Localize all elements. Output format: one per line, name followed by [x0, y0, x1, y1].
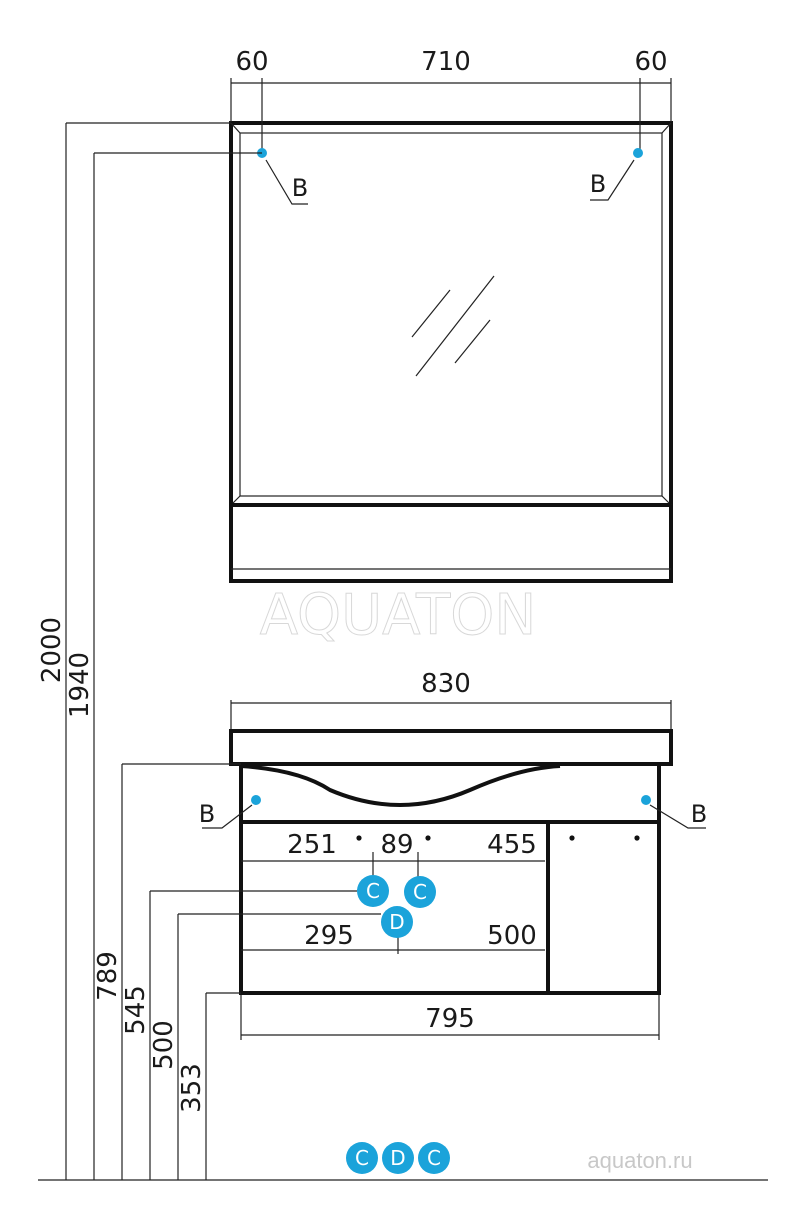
handle-dot — [356, 835, 362, 841]
mirror-dim-right: 60 — [634, 47, 667, 77]
height-353: 353 — [177, 1063, 207, 1113]
height-dimensions: 2000 1940 789 545 500 353 — [37, 122, 768, 1181]
vanity-mount-point-left — [251, 795, 261, 805]
watermark: AQUATON — [260, 583, 537, 648]
vanity-countertop — [229, 729, 673, 766]
vanity: 830 B B 251 89 455 295 500 — [199, 669, 707, 1040]
mirror-glass — [239, 132, 663, 497]
mirror-dim-center: 710 — [421, 47, 471, 77]
mirror-dim-left: 60 — [235, 47, 268, 77]
connection-badge-d — [381, 906, 413, 938]
height-1940: 1940 — [65, 652, 95, 718]
handle-dot — [634, 835, 640, 841]
svg-text:C: C — [355, 1146, 369, 1170]
row2-dim-b: 500 — [487, 921, 537, 951]
vanity-marker-right: B — [691, 800, 707, 828]
row1-dim-b: 89 — [380, 830, 413, 860]
legend-badge-d — [382, 1142, 414, 1174]
handle-dot — [425, 835, 431, 841]
vanity-marker-left: B — [199, 800, 215, 828]
row1-dim-a: 251 — [287, 830, 337, 860]
svg-text:C: C — [413, 880, 427, 904]
legend: C D C — [346, 1142, 450, 1174]
svg-text:D: D — [389, 910, 404, 934]
vanity-cabinet — [239, 762, 661, 995]
height-545: 545 — [121, 985, 151, 1035]
legend-badge-c-right — [418, 1142, 450, 1174]
vanity-mount-point-right — [641, 795, 651, 805]
vanity-body-width: 795 — [425, 1004, 475, 1034]
mirror-marker-right: B — [590, 170, 606, 198]
connection-badge-c1 — [357, 875, 389, 907]
height-2000: 2000 — [37, 617, 67, 683]
mirror-marker-left: B — [292, 174, 308, 202]
connection-badge-c2 — [404, 876, 436, 908]
mirror-outer-frame — [229, 121, 673, 583]
handle-dot — [569, 835, 575, 841]
footer-site[interactable]: aquaton.ru — [587, 1148, 692, 1173]
mirror-mount-point-right — [633, 148, 643, 158]
row1-dim-c: 455 — [487, 830, 537, 860]
svg-text:C: C — [366, 879, 380, 903]
height-789: 789 — [93, 951, 123, 1001]
svg-text:D: D — [390, 1146, 405, 1170]
svg-text:C: C — [427, 1146, 441, 1170]
height-500: 500 — [149, 1020, 179, 1070]
vanity-top-width: 830 — [421, 669, 471, 699]
mirror: 60 710 60 B B — [229, 47, 673, 583]
legend-badge-c-left — [346, 1142, 378, 1174]
mirror-top-dimensions: 60 710 60 — [230, 47, 672, 153]
mirror-reflection-marks — [411, 275, 495, 377]
row2-dim-a: 295 — [304, 921, 354, 951]
vanity-basin-curve — [240, 764, 561, 807]
